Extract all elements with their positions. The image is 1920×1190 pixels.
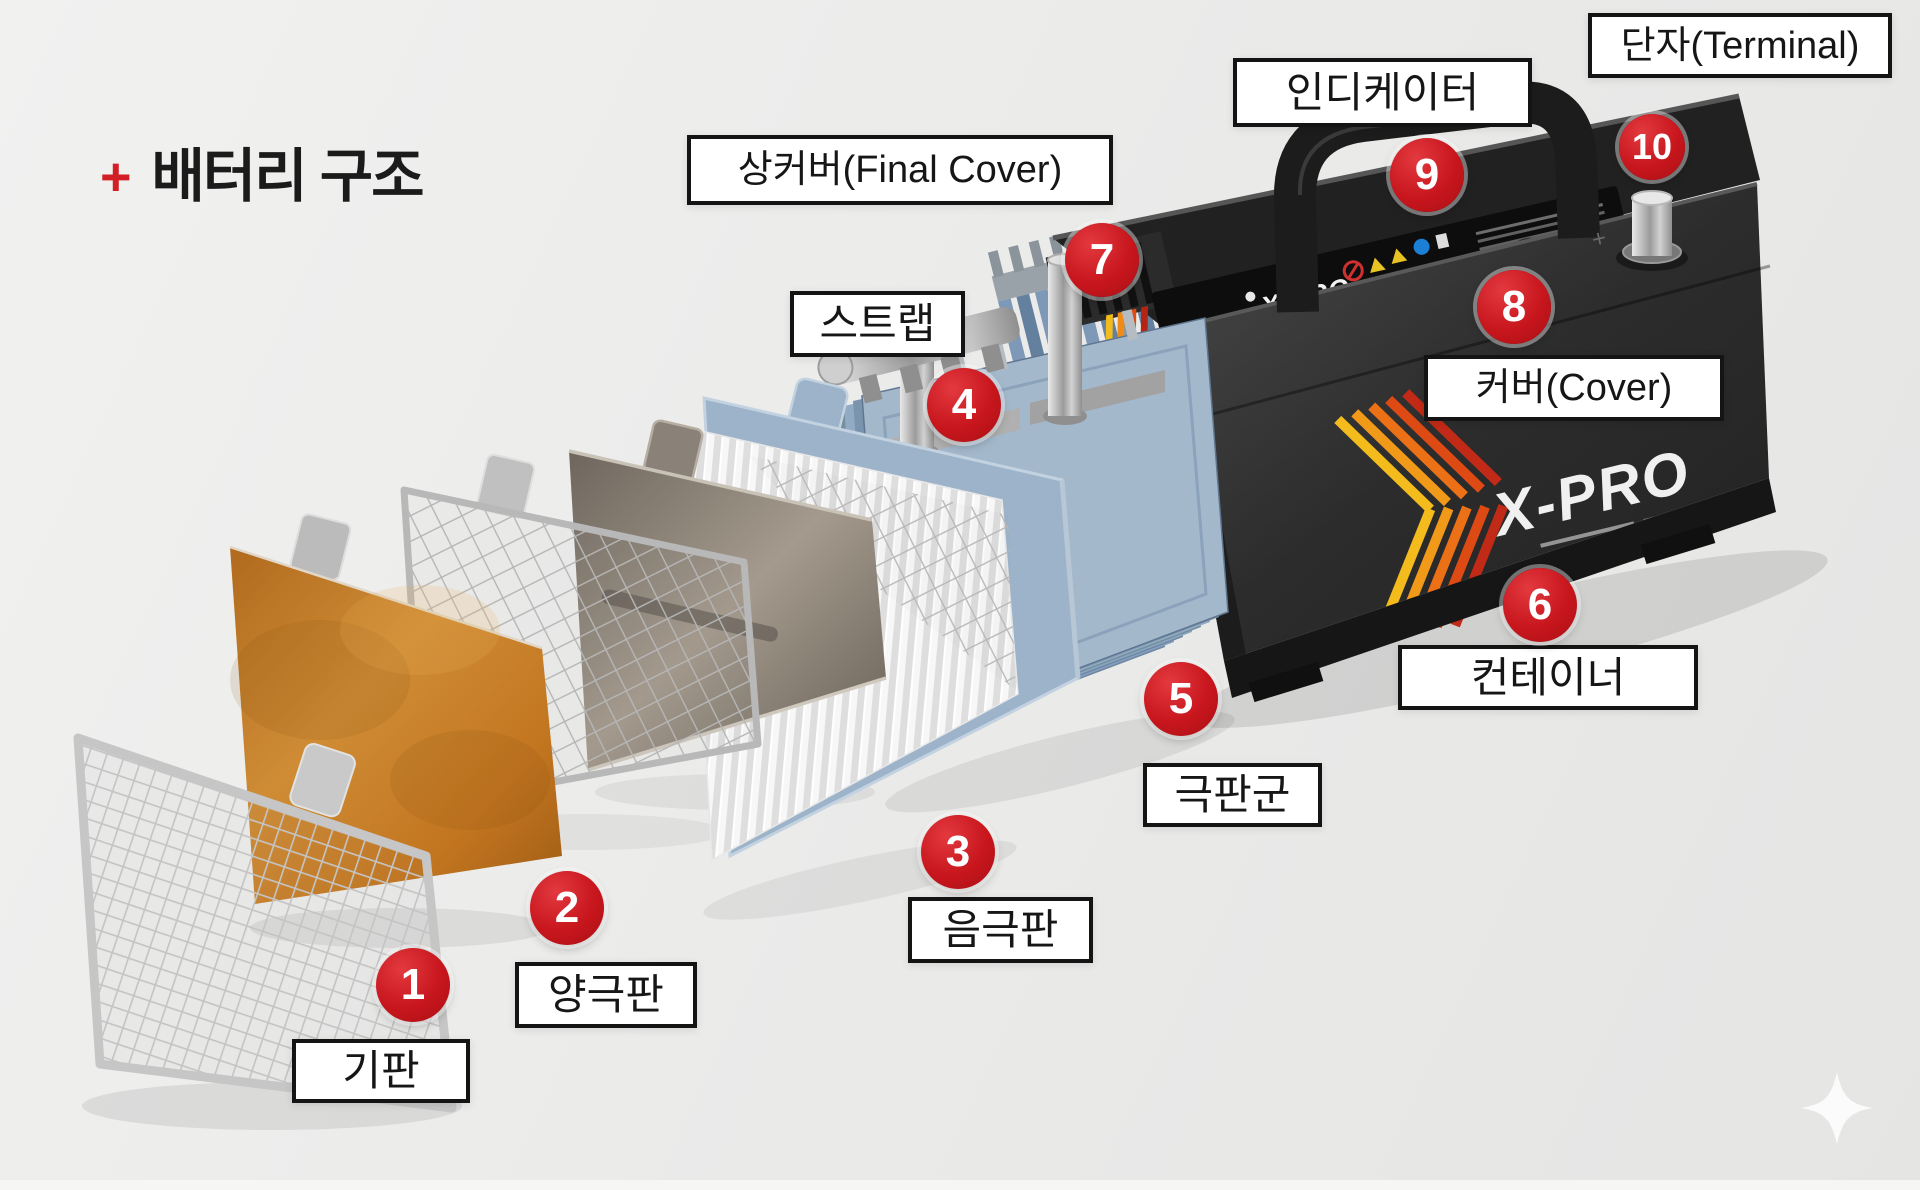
floor-edge-strip — [0, 1180, 1920, 1190]
terminal-post: + — [1589, 190, 1688, 271]
page-title-text: 배터리 구조 — [151, 144, 425, 209]
label-substrate: 기판 — [292, 1039, 470, 1103]
plus-icon: + — [100, 147, 132, 207]
page-title: + 배터리 구조 — [100, 144, 425, 209]
badge-7: 7 — [1065, 223, 1139, 297]
battery-foot — [1224, 478, 1776, 698]
label-positive-plate: 양극판 — [515, 962, 697, 1028]
badge-6: 6 — [1503, 568, 1577, 642]
badge-2: 2 — [530, 871, 604, 945]
badge-3: 3 — [921, 815, 995, 889]
label-final-cover: 상커버(Final Cover) — [687, 135, 1113, 205]
label-container: 컨테이너 — [1398, 645, 1698, 710]
badge-1: 1 — [376, 948, 450, 1022]
svg-text:+: + — [1589, 224, 1609, 253]
label-cover: 커버(Cover) — [1424, 355, 1724, 421]
badge-5: 5 — [1144, 662, 1218, 736]
badge-4: 4 — [927, 368, 1001, 442]
label-plate-group: 극판군 — [1143, 763, 1322, 827]
sparkle-icon — [1801, 1072, 1873, 1144]
chevron-graphic — [1334, 389, 1508, 631]
badge-10: 10 — [1619, 114, 1685, 180]
label-negative-plate: 음극판 — [908, 897, 1093, 963]
badge-8: 8 — [1477, 270, 1551, 344]
label-strap: 스트랩 — [790, 291, 965, 357]
label-indicator: 인디케이터 — [1233, 58, 1532, 127]
badge-9: 9 — [1390, 138, 1464, 212]
grid-plate — [73, 733, 457, 1113]
label-terminal: 단자(Terminal) — [1588, 13, 1892, 78]
